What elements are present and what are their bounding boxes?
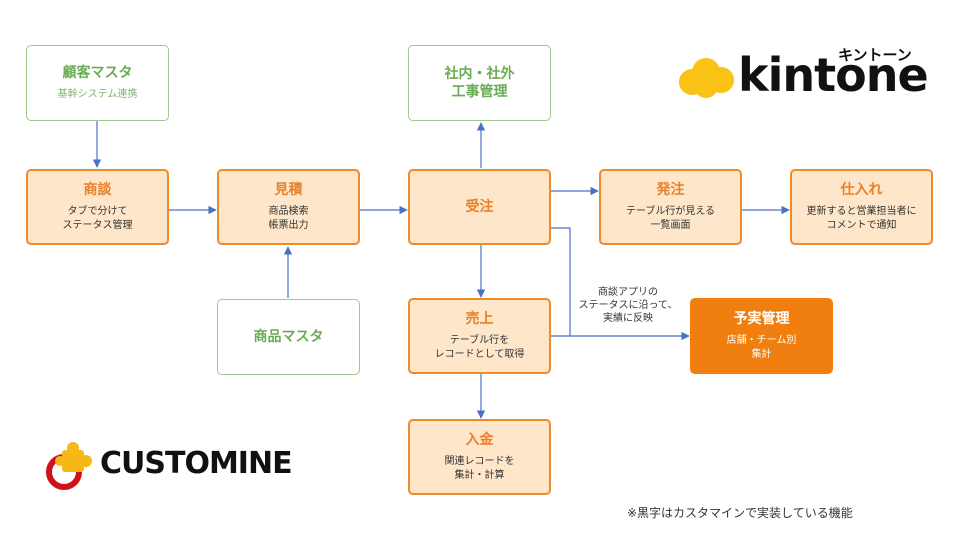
node-desc: 更新すると営業担当者に コメントで通知 — [806, 206, 917, 231]
node-desc: テーブル行が見える 一覧画面 — [625, 206, 716, 231]
node-desc: 商品検索 帳票出力 — [268, 206, 309, 231]
node-title: 予実管理 — [733, 311, 790, 327]
node-customer-master: 顧客マスタ 基幹システム連携 — [26, 45, 169, 121]
node-title: 入金 — [465, 432, 494, 448]
node-construction: 社内・社外 工事管理 — [408, 45, 551, 121]
customine-wordmark: CUSTOMINE — [100, 446, 293, 481]
node-title: 受注 — [465, 199, 494, 215]
node-title: 商品マスタ — [253, 329, 324, 345]
node-order-received: 受注 — [408, 169, 551, 245]
node-estimate: 見積 商品検索 帳票出力 — [217, 169, 360, 245]
node-product-master: 商品マスタ — [217, 299, 360, 375]
customine-puzzle-icon — [46, 442, 92, 490]
kintone-cloud-icon — [679, 58, 734, 98]
kintone-kana: キントーン — [838, 46, 912, 64]
node-title: 仕入れ — [840, 182, 883, 198]
node-desc: タブで分けて ステータス管理 — [62, 206, 133, 231]
node-sales: 売上 テーブル行を レコードとして取得 — [408, 298, 551, 374]
footnote: ※黒字はカスタマインで実装している機能 — [627, 506, 853, 520]
node-title: 見積 — [274, 182, 303, 198]
node-payment: 入金 関連レコードを 集計・計算 — [408, 419, 551, 495]
node-title: 商談 — [83, 182, 112, 198]
node-desc: 店舗・チーム別 集計 — [726, 335, 797, 360]
node-desc: 関連レコードを 集計・計算 — [444, 456, 515, 481]
node-title: 発注 — [656, 182, 685, 198]
node-negotiation: 商談 タブで分けて ステータス管理 — [26, 169, 169, 245]
node-order-placed: 発注 テーブル行が見える 一覧画面 — [599, 169, 742, 245]
node-budget: 予実管理 店舗・チーム別 集計 — [690, 298, 833, 374]
arrow-order-to-budget — [550, 227, 571, 336]
node-desc: 基幹システム連携 — [57, 89, 138, 100]
node-purchase: 仕入れ 更新すると営業担当者に コメントで通知 — [790, 169, 933, 245]
status-annotation: 商談アプリの ステータスに沿って、 実績に反映 — [578, 287, 678, 324]
node-title: 売上 — [465, 311, 494, 327]
node-title: 顧客マスタ — [62, 65, 133, 81]
node-desc: テーブル行を レコードとして取得 — [434, 335, 525, 360]
kintone-wordmark: kintone — [738, 48, 929, 102]
node-title: 社内・社外 工事管理 — [444, 66, 515, 100]
